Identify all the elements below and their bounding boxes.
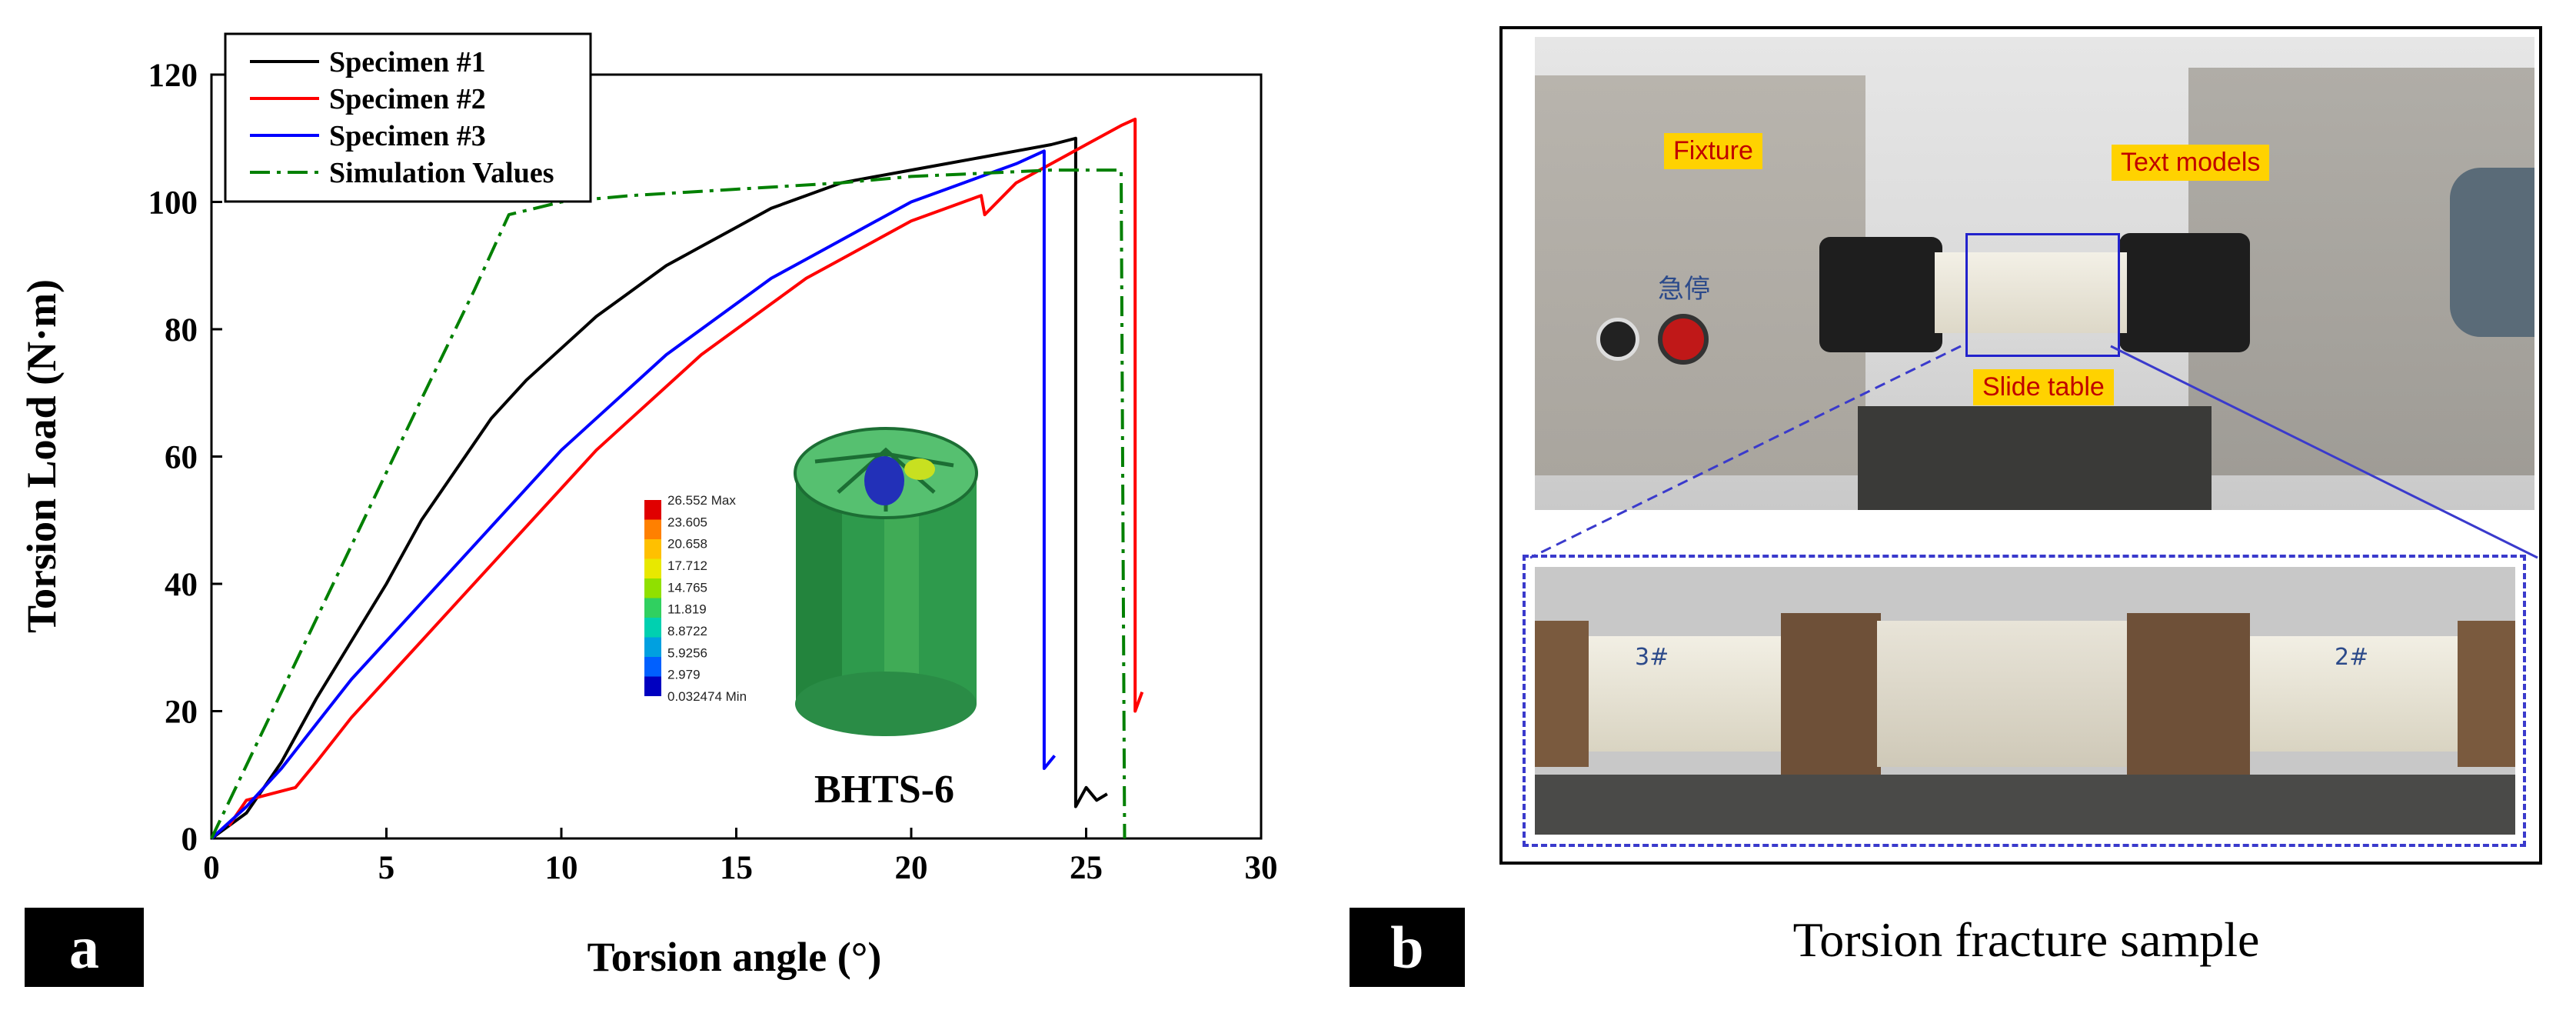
scale-label: 23.605 bbox=[667, 515, 707, 529]
x-tick-label: 15 bbox=[720, 850, 753, 886]
panel-b-caption: Torsion fracture sample bbox=[1792, 912, 2260, 967]
x-tick-label: 30 bbox=[1245, 850, 1278, 886]
closeup-right-clamp bbox=[2127, 613, 2250, 775]
machine-window bbox=[2450, 168, 2534, 337]
closeup-left-clamp bbox=[1535, 621, 1589, 767]
series-line-specimen-3 bbox=[210, 149, 1057, 840]
color-scale-bar: 26.552 Max 23.605 20.658 17.712 14.765 11.819… bbox=[644, 493, 747, 704]
scale-swatch bbox=[644, 578, 661, 598]
y-tick-label: 40 bbox=[165, 567, 198, 603]
x-tick-label: 25 bbox=[1070, 850, 1103, 886]
cylinder-shading bbox=[796, 473, 842, 704]
panel-a-badge: a bbox=[25, 908, 144, 987]
series-line-simulation-values bbox=[210, 168, 1127, 839]
clamp-region-box bbox=[1965, 233, 2120, 357]
x-tick-label: 0 bbox=[203, 850, 220, 886]
y-tick-label: 80 bbox=[165, 312, 198, 348]
scale-swatch bbox=[644, 618, 661, 638]
scale-swatch bbox=[644, 500, 661, 520]
scale-swatch bbox=[644, 637, 661, 657]
right-fixture bbox=[2119, 233, 2250, 352]
series-line-specimen-1 bbox=[210, 136, 1108, 840]
sample-mark-2: 2# bbox=[2335, 644, 2369, 671]
scale-swatch bbox=[644, 519, 661, 539]
legend-label-specimen-3: Specimen #3 bbox=[329, 120, 486, 152]
legend-label-simulation: Simulation Values bbox=[329, 157, 554, 189]
scale-label: 26.552 Max bbox=[667, 493, 736, 508]
y-axis-title: Torsion Load (N·m) bbox=[18, 279, 65, 633]
x-tick-label: 10 bbox=[545, 850, 578, 886]
legend: Specimen #1 Specimen #2 Specimen #3 Simu… bbox=[224, 32, 592, 203]
callout-slide-table: Slide table bbox=[1973, 369, 2114, 405]
inset-fea-model: 26.552 Max 23.605 20.658 17.712 14.765 11.819… bbox=[644, 427, 978, 812]
y-tick-label: 20 bbox=[165, 695, 198, 731]
closeup-far-clamp bbox=[2458, 621, 2515, 767]
key-switch bbox=[1596, 318, 1639, 361]
closeup-base bbox=[1535, 775, 2515, 835]
series-line-specimen-2 bbox=[228, 117, 1144, 827]
callout-fixture: Fixture bbox=[1664, 133, 1762, 169]
closeup-right-sample bbox=[2250, 636, 2458, 752]
scale-label: 0.032474 Min bbox=[667, 689, 747, 704]
y-tick-label: 100 bbox=[148, 185, 198, 222]
closeup-mid-clamp bbox=[1781, 613, 1881, 775]
y-tick-label: 120 bbox=[148, 58, 198, 94]
legend-label-specimen-1: Specimen #1 bbox=[329, 46, 486, 78]
scale-swatch bbox=[644, 558, 661, 578]
closeup-left-sample bbox=[1581, 636, 1789, 752]
series-layer bbox=[210, 117, 1144, 840]
fracture-closeup-photo: 3# 2# bbox=[1535, 567, 2515, 835]
panel-b-badge: b bbox=[1350, 908, 1465, 987]
scale-label: 20.658 bbox=[667, 537, 707, 552]
scale-swatch bbox=[644, 598, 661, 618]
scale-label: 2.979 bbox=[667, 668, 701, 682]
y-tick-label: 0 bbox=[181, 822, 198, 858]
machine-sign: 急停 bbox=[1658, 274, 1710, 305]
cylinder-stress-core bbox=[864, 456, 904, 505]
x-axis-title: Torsion angle (°) bbox=[587, 934, 882, 980]
emergency-stop-button bbox=[1658, 314, 1709, 365]
x-tick-label: 5 bbox=[378, 850, 395, 886]
left-fixture bbox=[1819, 237, 1942, 352]
inset-caption: BHTS-6 bbox=[814, 768, 954, 812]
scale-swatch bbox=[644, 676, 661, 696]
scale-label: 17.712 bbox=[667, 558, 707, 573]
cylinder-render bbox=[794, 427, 978, 736]
cylinder-bottom bbox=[795, 672, 977, 736]
photo-panel: 急停 Fixture Text models Slide table 3# 2# bbox=[1499, 26, 2542, 865]
slide-table bbox=[1858, 406, 2212, 510]
callout-text-models: Text models bbox=[2112, 145, 2270, 181]
scale-swatch bbox=[644, 657, 661, 677]
scale-label: 5.9256 bbox=[667, 645, 707, 660]
cylinder-stress-hotspot bbox=[904, 458, 935, 480]
legend-label-specimen-2: Specimen #2 bbox=[329, 83, 486, 115]
scale-label: 8.8722 bbox=[667, 624, 707, 638]
scale-label: 11.819 bbox=[667, 602, 707, 617]
axis-ticks: 0 5 10 15 20 25 30 0 20 40 60 80 100 120 bbox=[148, 58, 1278, 886]
scale-swatch bbox=[644, 539, 661, 559]
x-tick-label: 20 bbox=[895, 850, 928, 886]
closeup-frame: 3# 2# bbox=[1523, 555, 2526, 847]
sample-mark-3: 3# bbox=[1635, 644, 1669, 671]
closeup-center-sample bbox=[1877, 621, 2131, 767]
torsion-machine-photo: 急停 Fixture Text models Slide table bbox=[1535, 37, 2534, 510]
scale-label: 14.765 bbox=[667, 580, 707, 595]
y-tick-label: 60 bbox=[165, 440, 198, 476]
